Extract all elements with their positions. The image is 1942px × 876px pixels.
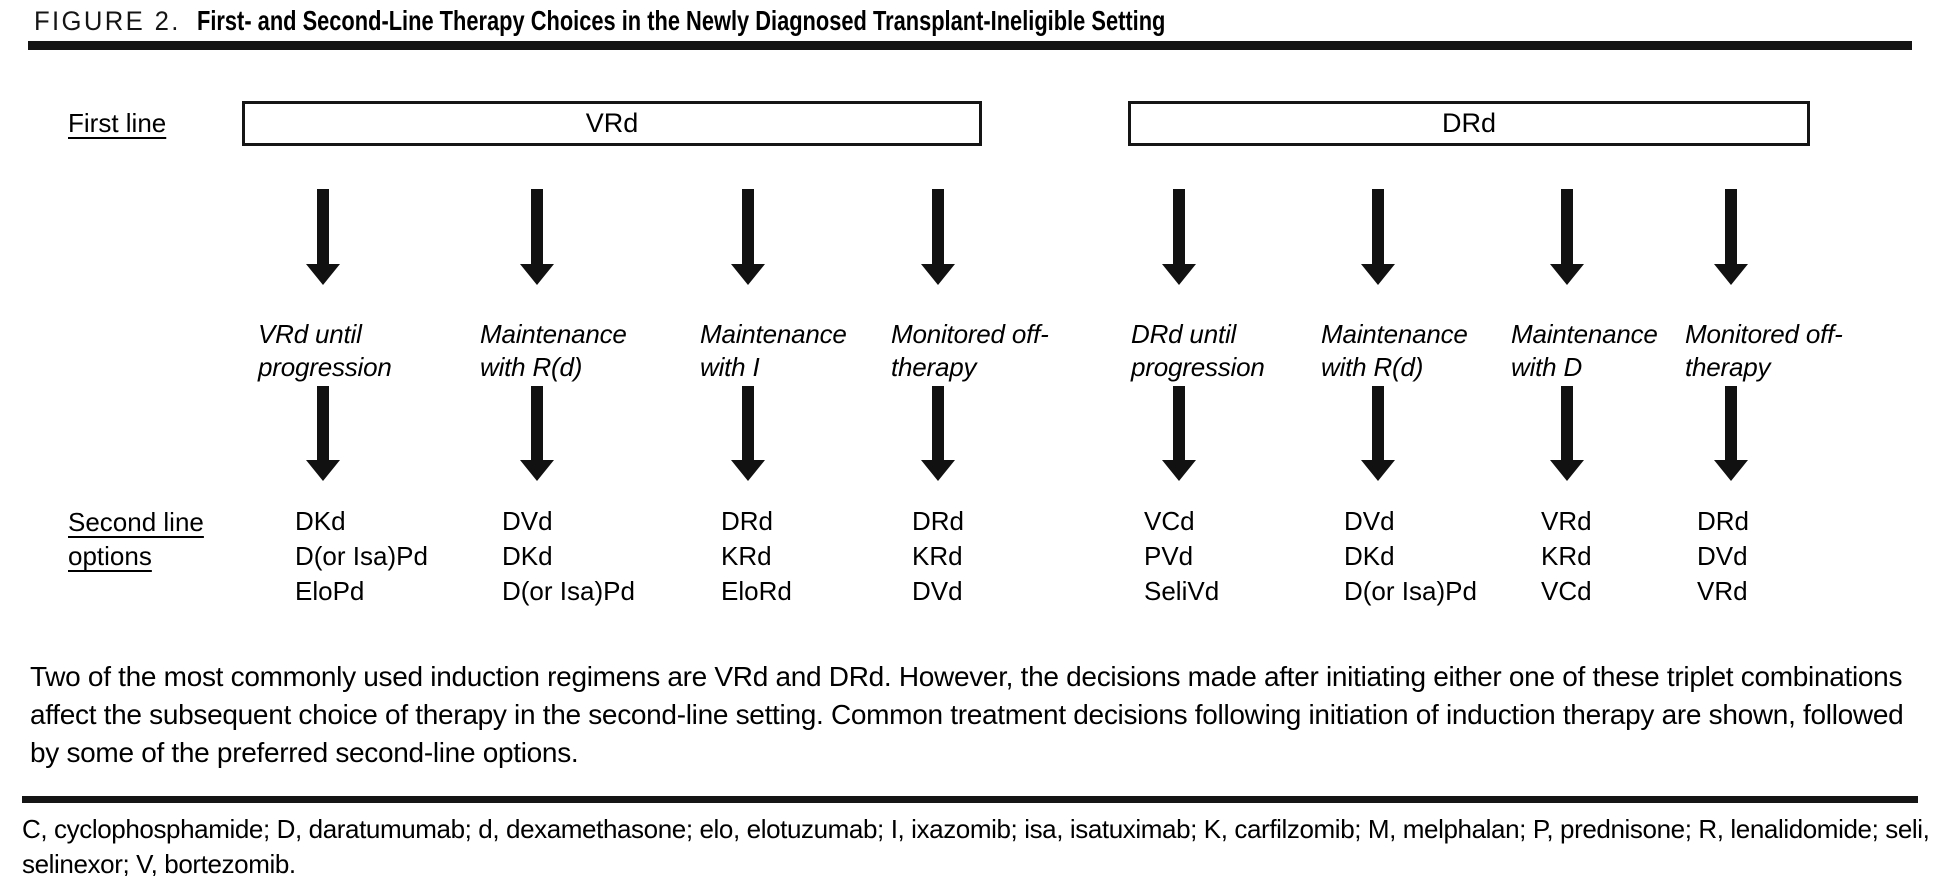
option-item: VRd	[1697, 576, 1748, 606]
down-arrow-icon	[731, 189, 765, 285]
down-arrow-icon	[921, 386, 955, 481]
figure-title: First- and Second-Line Therapy Choices i…	[196, 5, 1165, 36]
down-arrow-icon	[306, 189, 340, 285]
down-arrow-icon	[1361, 386, 1395, 481]
second-line-options-list: VRd KRd VCd	[1541, 504, 1592, 609]
down-arrow-icon	[306, 386, 340, 481]
title-rule	[28, 41, 1912, 50]
decision-label: Maintenance with D	[1511, 319, 1658, 382]
decision-label: VRd until progression	[258, 319, 392, 382]
option-item: DVd	[912, 576, 963, 606]
down-arrow-icon	[1550, 189, 1584, 285]
abbreviations-footnote: C, cyclophosphamide; D, daratumumab; d, …	[22, 814, 1930, 876]
second-line-options-list: DRd KRd DVd	[912, 504, 964, 609]
option-item: D(or Isa)Pd	[1344, 576, 1477, 606]
second-line-row-label: Second line options	[68, 507, 204, 571]
option-item: DVd	[1344, 506, 1395, 536]
decision-label: Maintenance with R(d)	[1321, 319, 1468, 382]
second-line-options-list: VCd PVd SeliVd	[1144, 504, 1219, 609]
down-arrow-icon	[1550, 386, 1584, 481]
option-item: EloPd	[295, 576, 365, 606]
second-line-options-list: DKd D(or Isa)Pd EloPd	[295, 504, 428, 609]
decision-label: Monitored off-therapy	[1685, 319, 1843, 382]
figure-heading: FIGURE 2. First- and Second-Line Therapy …	[34, 5, 1438, 37]
option-item: KRd	[721, 541, 772, 571]
second-line-options-list: DVd DKd D(or Isa)Pd	[1344, 504, 1477, 609]
option-item: DVd	[1697, 541, 1748, 571]
option-item: KRd	[912, 541, 963, 571]
decision-label: DRd until progression	[1131, 319, 1265, 382]
down-arrow-icon	[520, 386, 554, 481]
option-item: EloRd	[721, 576, 792, 606]
option-item: DKd	[295, 506, 346, 536]
option-item: DRd	[1697, 506, 1750, 536]
down-arrow-icon	[921, 189, 955, 285]
down-arrow-icon	[1162, 386, 1196, 481]
down-arrow-icon	[1714, 189, 1748, 285]
second-line-options-list: DVd DKd D(or Isa)Pd	[502, 504, 635, 609]
first-line-row-label: First line	[68, 108, 167, 138]
option-item: VRd	[1541, 506, 1592, 536]
option-item: DRd	[721, 506, 774, 536]
second-line-options-list: DRd KRd EloRd	[721, 504, 792, 609]
option-item: VCd	[1144, 506, 1195, 536]
figure-label: FIGURE 2.	[34, 6, 181, 36]
second-line-options-list: DRd DVd VRd	[1697, 504, 1749, 609]
option-item: DVd	[502, 506, 553, 536]
option-item: D(or Isa)Pd	[295, 541, 428, 571]
option-item: SeliVd	[1144, 576, 1220, 606]
regimen-box-drd: DRd	[1128, 101, 1810, 146]
option-item: DRd	[912, 506, 965, 536]
option-item: VCd	[1541, 576, 1592, 606]
option-item: DKd	[502, 541, 553, 571]
down-arrow-icon	[1162, 189, 1196, 285]
decision-label: Monitored off-therapy	[891, 319, 1049, 382]
regimen-box-vrd: VRd	[242, 101, 982, 146]
figure-caption: Two of the most commonly used induction …	[30, 661, 1904, 768]
option-item: DKd	[1344, 541, 1395, 571]
option-item: KRd	[1541, 541, 1592, 571]
down-arrow-icon	[1361, 189, 1395, 285]
decision-label: Maintenance with R(d)	[480, 319, 627, 382]
down-arrow-icon	[731, 386, 765, 481]
down-arrow-icon	[1714, 386, 1748, 481]
down-arrow-icon	[520, 189, 554, 285]
footnote-rule	[22, 796, 1918, 803]
decision-label: Maintenance with I	[700, 319, 847, 382]
option-item: PVd	[1144, 541, 1194, 571]
option-item: D(or Isa)Pd	[502, 576, 635, 606]
